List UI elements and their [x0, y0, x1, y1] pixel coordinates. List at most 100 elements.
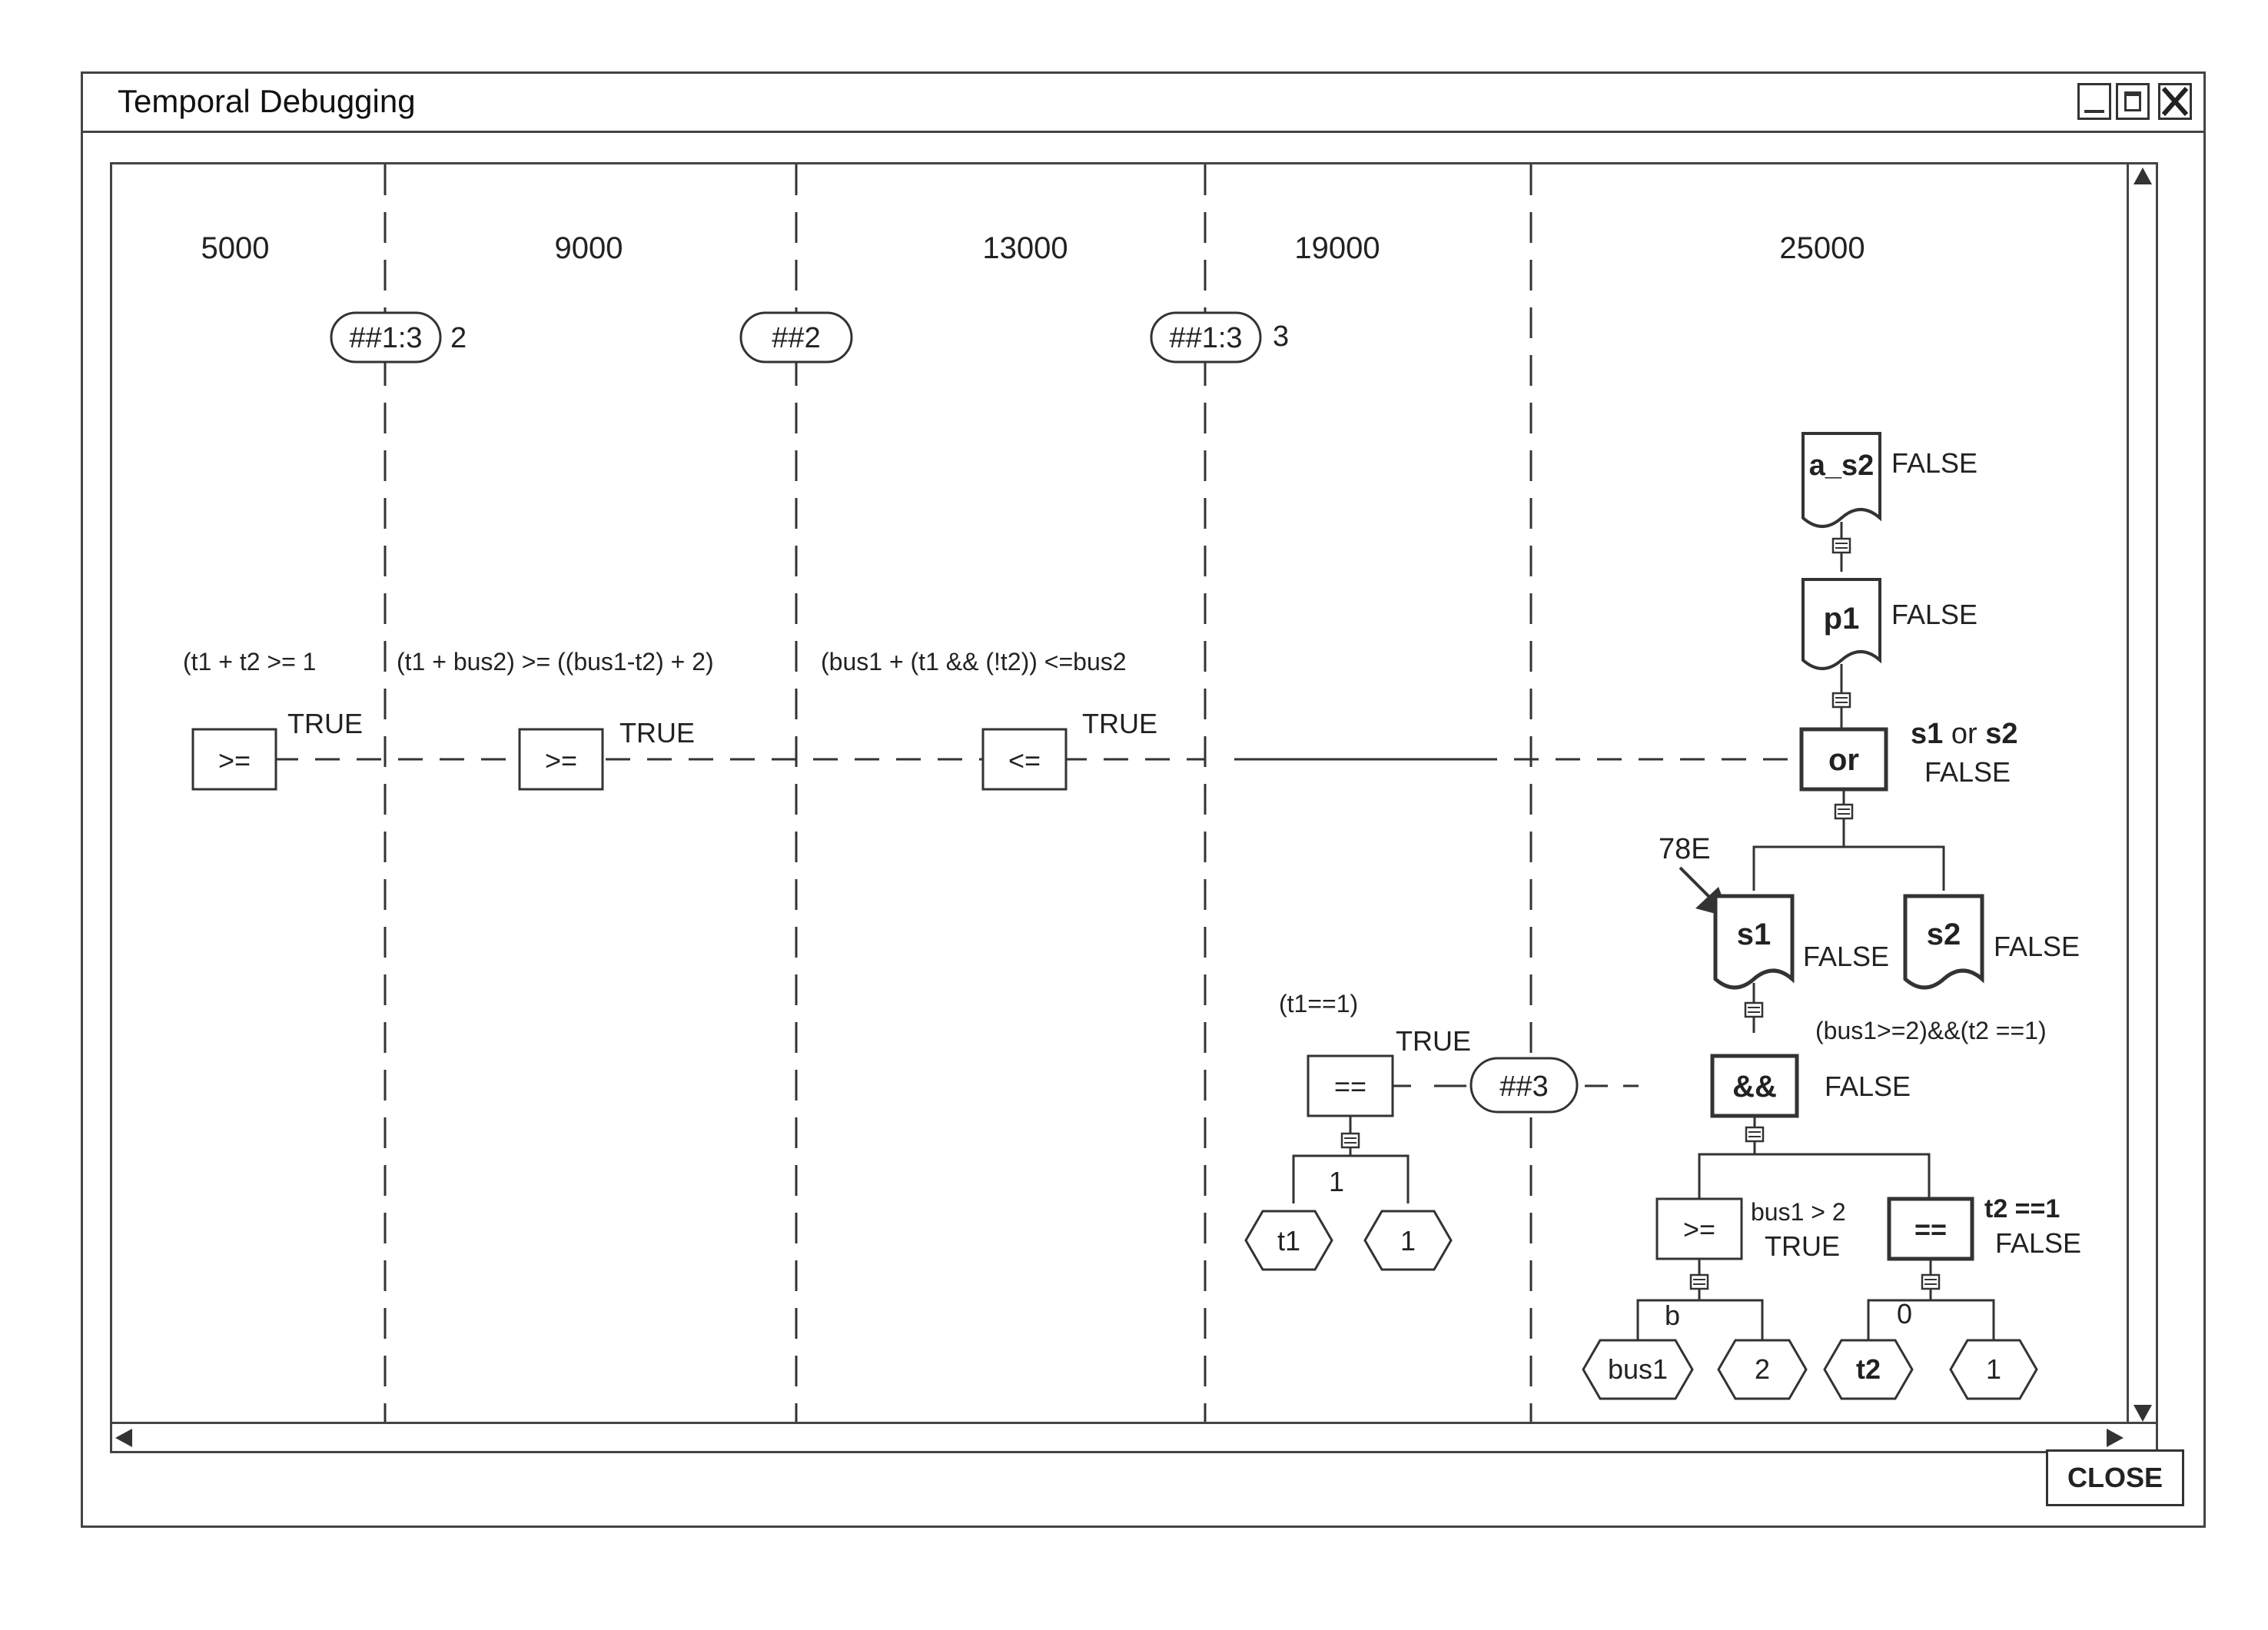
close-window-button[interactable]: [2158, 83, 2192, 120]
time-label: 5000: [201, 231, 270, 265]
expression-label: (t1 + bus2) >= ((bus1-t2) + 2): [397, 648, 714, 676]
value-label: b: [1665, 1300, 1680, 1331]
window-title: Temporal Debugging: [118, 83, 416, 120]
delay-count: 3: [1273, 320, 1289, 353]
operator-node[interactable]: <=: [983, 729, 1066, 789]
leaf-node[interactable]: 1: [1951, 1340, 2037, 1399]
leaf-node[interactable]: t1: [1246, 1211, 1332, 1270]
result-label: TRUE: [1082, 708, 1157, 739]
connector-icon: [1745, 1003, 1762, 1017]
svg-text:&&: &&: [1732, 1070, 1777, 1104]
svg-text:>=: >=: [218, 745, 251, 776]
operator-node[interactable]: >=: [520, 729, 603, 789]
title-bar: Temporal Debugging: [83, 74, 2203, 133]
svg-text:bus1: bus1: [1608, 1353, 1668, 1385]
svg-text:t2: t2: [1856, 1353, 1881, 1385]
svg-text:a_s2: a_s2: [1809, 450, 1875, 482]
svg-text:s1: s1: [1737, 918, 1772, 951]
result-label: TRUE: [619, 717, 695, 749]
operator-node[interactable]: >=: [193, 729, 276, 789]
expression-label: bus1 > 2: [1751, 1198, 1846, 1226]
expression-label: (bus1>=2)&&(t2 ==1): [1815, 1017, 2047, 1044]
connector-icon: [1835, 805, 1852, 818]
or-node[interactable]: or: [1801, 729, 1886, 789]
svg-text:##3: ##3: [1499, 1071, 1548, 1103]
close-x-icon: [2160, 85, 2190, 118]
result-label: TRUE: [287, 708, 363, 739]
delay-marker[interactable]: ##1:3: [1151, 313, 1260, 362]
scroll-up-icon[interactable]: [2134, 168, 2152, 184]
signal-node[interactable]: s1: [1715, 896, 1792, 988]
reference-label: 78E: [1659, 833, 1711, 865]
time-label: 19000: [1294, 231, 1380, 265]
result-label: TRUE: [1765, 1230, 1840, 1262]
temporal-debugging-window: Temporal Debugging: [81, 71, 2206, 1528]
temporal-diagram: 5000 9000 13000 19000 25000 ##1:3 2 ##2 …: [112, 164, 2157, 1453]
svg-text:==: ==: [1334, 1071, 1366, 1102]
result-label: TRUE: [1396, 1025, 1471, 1057]
svg-text:==: ==: [1914, 1213, 1947, 1245]
svg-text:>=: >=: [545, 745, 577, 776]
svg-text:##1:3: ##1:3: [349, 322, 422, 354]
result-label: FALSE: [1803, 941, 1889, 972]
expression-label: t2 ==1: [1984, 1194, 2060, 1223]
or-expression: s1 or s2: [1911, 718, 2017, 750]
svg-text:t1: t1: [1277, 1225, 1300, 1257]
signal-node[interactable]: p1: [1803, 579, 1880, 669]
and-node[interactable]: &&: [1712, 1056, 1797, 1116]
result-label: FALSE: [1994, 931, 2080, 962]
result-label: FALSE: [1891, 599, 1977, 630]
time-label: 13000: [982, 231, 1068, 265]
svg-text:p1: p1: [1824, 602, 1860, 636]
value-label: 1: [1329, 1166, 1344, 1197]
result-label: FALSE: [1995, 1227, 2081, 1259]
maximize-button[interactable]: [2116, 83, 2150, 120]
signal-node[interactable]: a_s2: [1803, 433, 1880, 526]
signal-node[interactable]: s2: [1905, 896, 1982, 988]
leaf-node[interactable]: 2: [1718, 1340, 1806, 1399]
connector-icon: [1833, 539, 1850, 553]
operator-node[interactable]: ==: [1308, 1056, 1393, 1116]
svg-text:1: 1: [1986, 1353, 2001, 1385]
svg-text:##2: ##2: [772, 322, 820, 354]
leaf-node[interactable]: bus1: [1583, 1340, 1692, 1399]
connector-icon: [1922, 1275, 1939, 1289]
expression-label: (bus1 + (t1 && (!t2)) <=bus2: [821, 648, 1127, 676]
expression-label: (t1 + t2 >= 1: [183, 648, 316, 676]
operator-node[interactable]: >=: [1657, 1199, 1742, 1259]
result-label: FALSE: [1825, 1071, 1911, 1102]
value-label: 0: [1897, 1298, 1912, 1330]
svg-text:or: or: [1828, 743, 1859, 777]
svg-text:s2: s2: [1927, 918, 1961, 951]
connector-icon: [1833, 693, 1850, 707]
scroll-right-icon[interactable]: [2107, 1429, 2124, 1447]
operator-node[interactable]: ==: [1889, 1199, 1972, 1259]
close-button[interactable]: CLOSE: [2046, 1449, 2184, 1506]
result-label: FALSE: [1891, 447, 1977, 479]
svg-text:<=: <=: [1008, 745, 1041, 776]
svg-text:2: 2: [1755, 1353, 1770, 1385]
svg-text:##1:3: ##1:3: [1169, 322, 1242, 354]
timeline-separators: [385, 164, 1531, 1425]
svg-text:1: 1: [1400, 1225, 1416, 1257]
scroll-left-icon[interactable]: [115, 1429, 132, 1447]
time-label: 9000: [555, 231, 623, 265]
delay-count: 2: [450, 322, 467, 354]
time-label: 25000: [1779, 231, 1865, 265]
expression-label: (t1==1): [1279, 990, 1358, 1018]
leaf-node[interactable]: 1: [1365, 1211, 1451, 1270]
connector-icon: [1746, 1127, 1763, 1141]
delay-marker[interactable]: ##2: [741, 313, 852, 362]
svg-text:>=: >=: [1683, 1213, 1715, 1245]
connector-icon: [1342, 1134, 1359, 1147]
horizontal-scrollbar[interactable]: [112, 1422, 2156, 1451]
vertical-scrollbar[interactable]: [2127, 164, 2156, 1425]
scroll-down-icon[interactable]: [2134, 1405, 2152, 1422]
delay-marker[interactable]: ##1:3: [331, 313, 440, 362]
leaf-node[interactable]: t2: [1825, 1340, 1912, 1399]
minimize-button[interactable]: [2077, 83, 2111, 120]
result-label: FALSE: [1924, 756, 2011, 788]
diagram-canvas: 5000 9000 13000 19000 25000 ##1:3 2 ##2 …: [110, 162, 2158, 1453]
delay-marker[interactable]: ##3: [1471, 1058, 1577, 1112]
connector-icon: [1691, 1275, 1708, 1289]
